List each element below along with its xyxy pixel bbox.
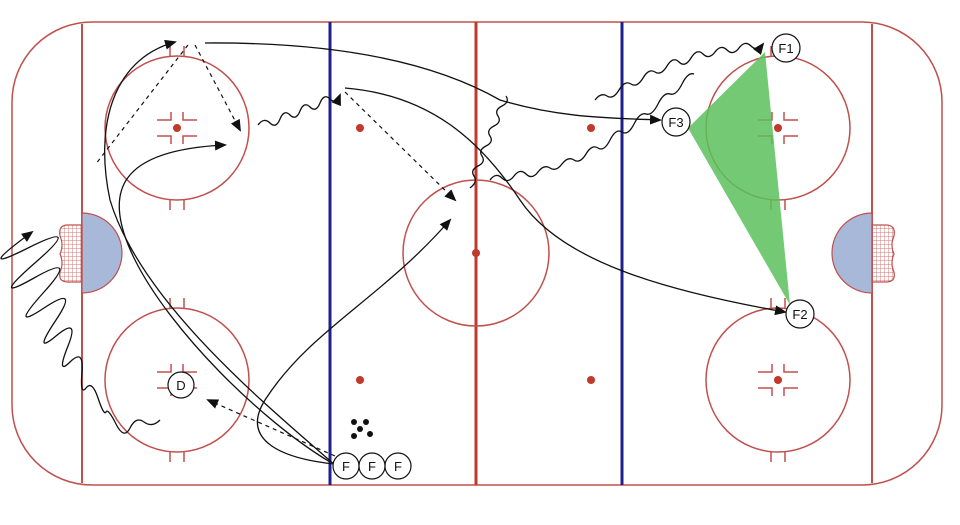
goal-crease-left [81, 212, 123, 294]
player-start-f3: F [384, 452, 412, 480]
svg-text:F3: F3 [668, 115, 683, 130]
puck-icon [357, 426, 363, 432]
puck-icon [363, 419, 369, 425]
neutral-dot [587, 124, 595, 132]
svg-text:F: F [342, 459, 350, 474]
goal-crease-right [831, 212, 873, 294]
svg-text:D: D [176, 378, 185, 393]
player-start-f1: F [332, 452, 360, 480]
drill-paths [104, 39, 787, 466]
neutral-dot [587, 376, 595, 384]
neutral-dot [356, 124, 364, 132]
puck-icon [367, 431, 373, 437]
player-circle-icon [167, 371, 195, 399]
neutral-dot [356, 376, 364, 384]
puck-icon [351, 419, 357, 425]
svg-text:F: F [394, 459, 402, 474]
svg-text:F1: F1 [778, 41, 793, 56]
svg-text:F: F [368, 459, 376, 474]
wavy-paths [0, 42, 765, 434]
player-f1: F1 [771, 33, 801, 63]
player-circle-icon [785, 299, 815, 329]
puck-icon [351, 433, 357, 439]
center-faceoff-dot [472, 249, 480, 257]
pass-lines [94, 44, 457, 457]
faceoff-circle-left-top [104, 46, 250, 210]
coverage-triangle [688, 52, 790, 305]
player-defense: D [167, 371, 195, 399]
player-f2: F2 [785, 299, 815, 329]
puck-group [351, 419, 373, 439]
player-circle-icon [384, 452, 412, 480]
player-circle-icon [771, 33, 801, 63]
net-icon [871, 224, 895, 283]
player-circle-icon [661, 107, 691, 137]
svg-text:F2: F2 [792, 307, 807, 322]
net-icon [59, 224, 83, 283]
player-f3: F3 [661, 107, 691, 137]
player-start-f2: F [358, 452, 386, 480]
